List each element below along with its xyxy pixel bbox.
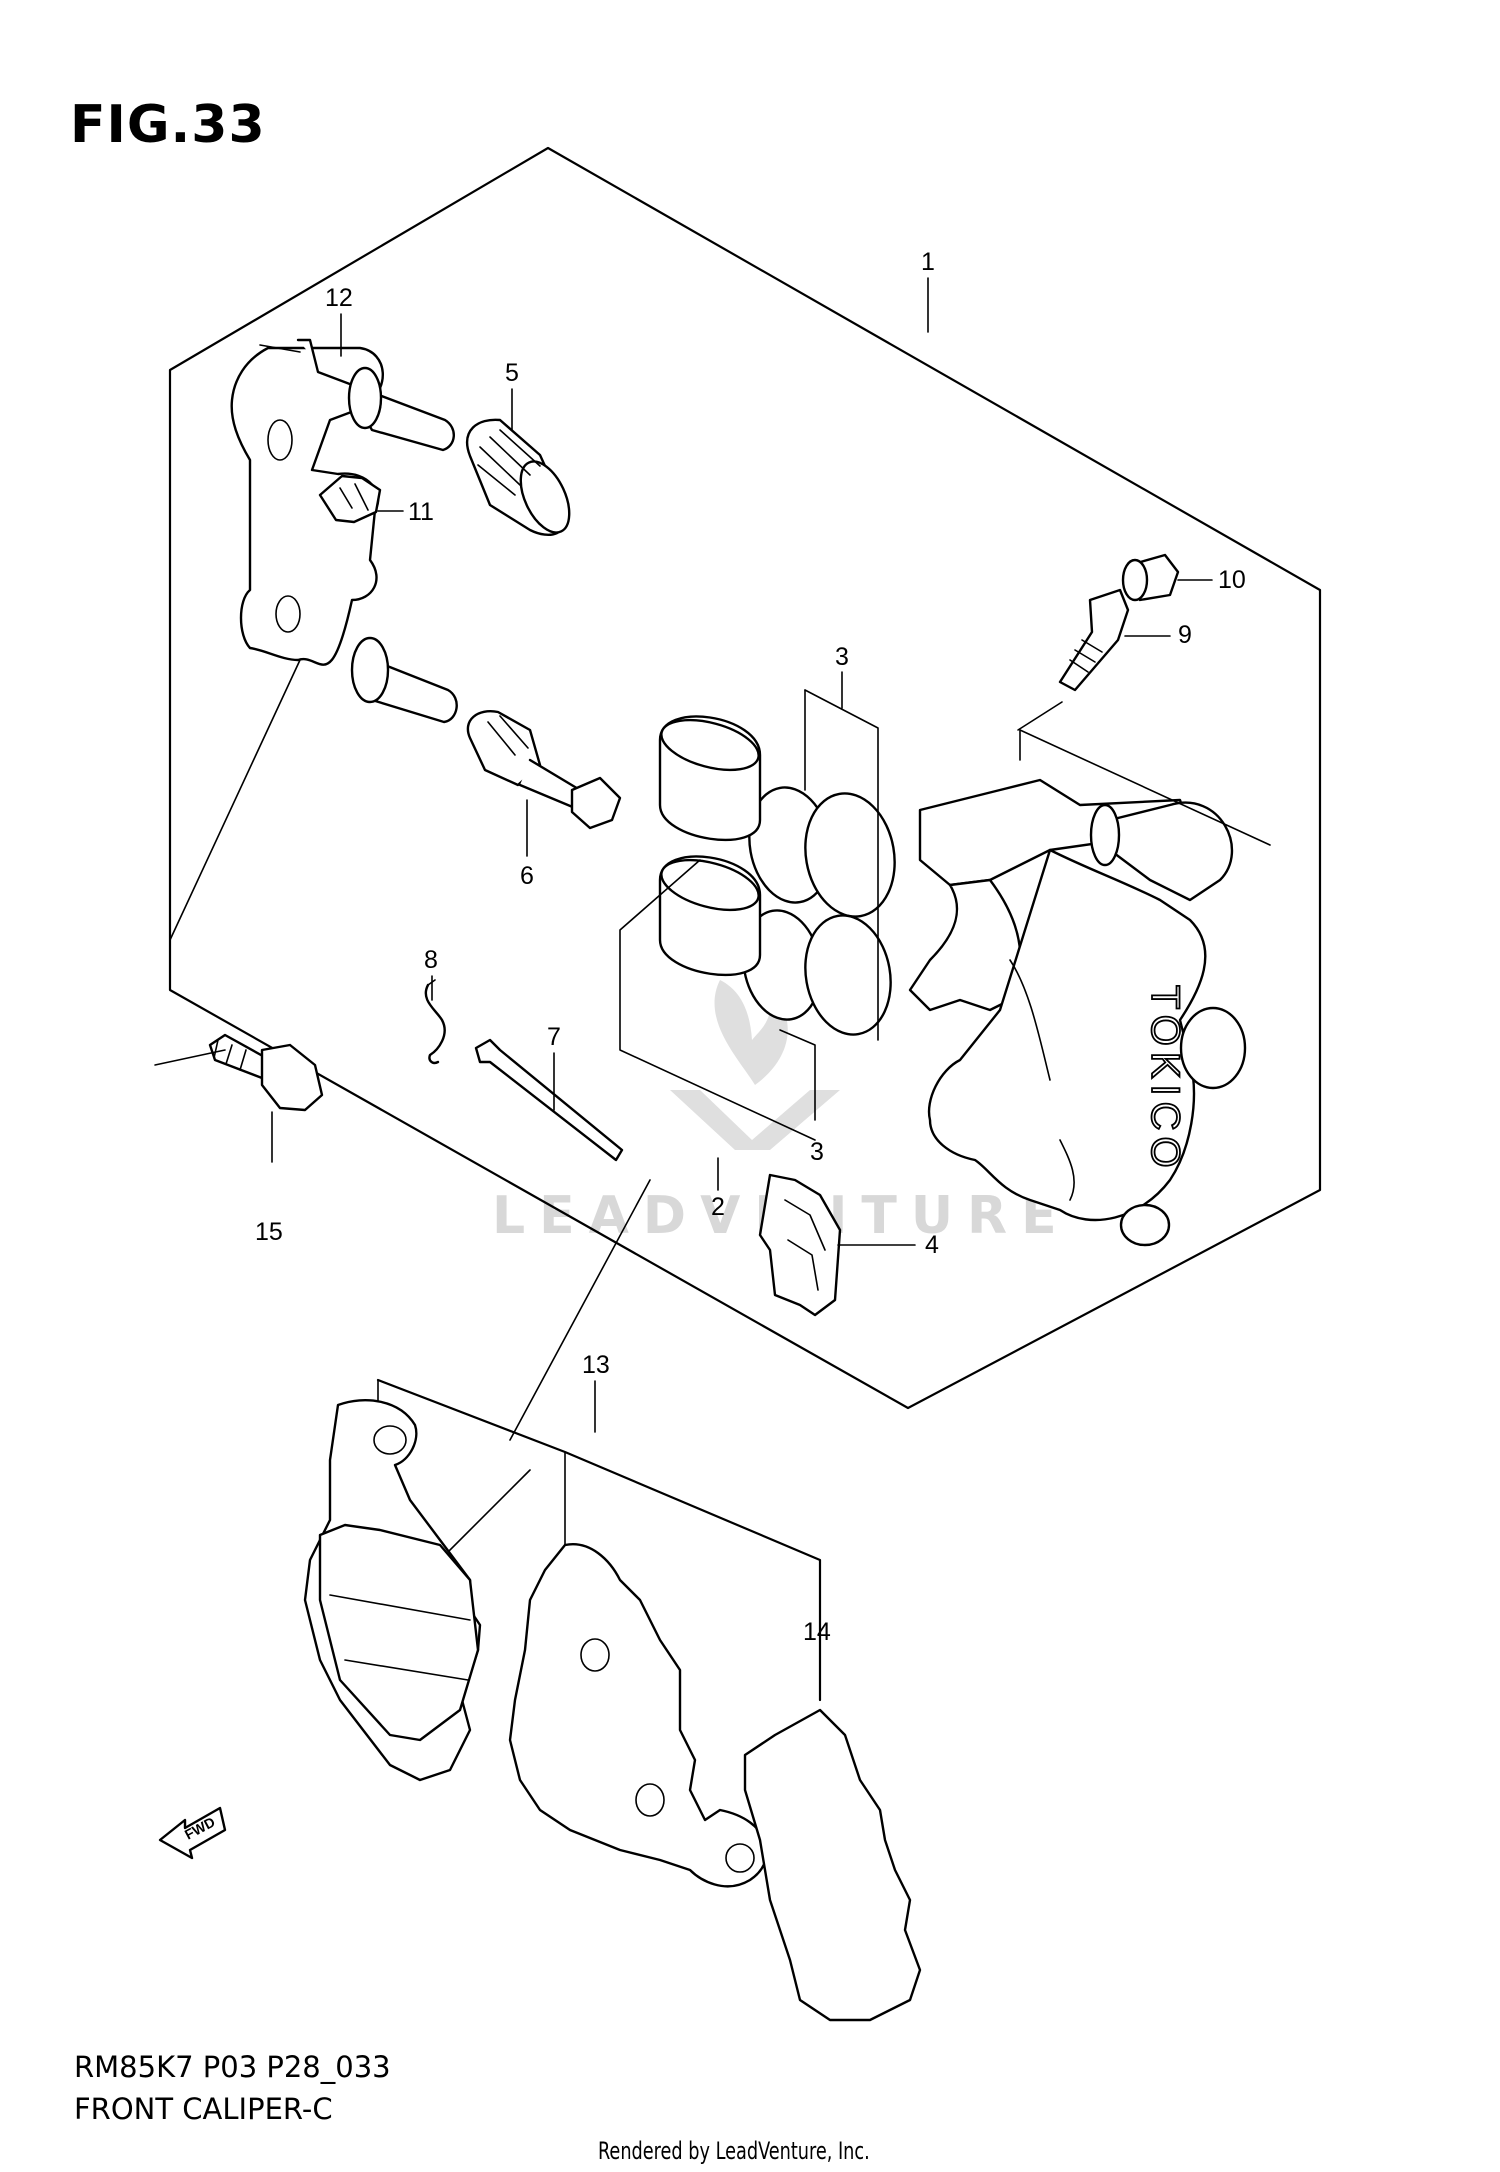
- caliper-body: TOKICO: [908, 729, 1271, 1247]
- fwd-direction-arrow: FWD: [158, 1806, 227, 1860]
- part-10-bleeder-cap: [1121, 553, 1180, 602]
- diagram-code: RM85K7 P03 P28_033: [74, 2050, 391, 2084]
- part-8-pin-clip: [424, 979, 446, 1065]
- figure-title: FIG.33: [70, 95, 266, 155]
- callout-2: 2: [711, 1193, 725, 1221]
- part-3-piston-seals: [742, 786, 896, 1036]
- part-5-boot: [466, 418, 571, 537]
- pad-set-bracket: [376, 1378, 822, 1702]
- callout-3-top: 3: [835, 643, 849, 671]
- part-11-clip: [318, 474, 382, 524]
- caliper-assembly-box: [168, 146, 1322, 1410]
- part-14-pad-shim: [743, 1708, 922, 2022]
- callout-8: 8: [424, 946, 438, 974]
- callout-14: 14: [803, 1618, 831, 1646]
- part-2-pistons: [658, 715, 762, 977]
- part-13-brake-pads: [303, 1398, 768, 1888]
- callout-6: 6: [520, 862, 534, 890]
- part-6-slide-pin: [466, 710, 622, 830]
- part-12-caliper-bracket: [230, 338, 458, 724]
- part-15-bolt: [208, 1033, 324, 1112]
- callout-4: 4: [925, 1231, 939, 1259]
- callout-5: 5: [505, 359, 519, 387]
- diagram-name: FRONT CALIPER-C: [74, 2092, 333, 2126]
- callout-3-bottom: 3: [810, 1138, 824, 1166]
- callout-9: 9: [1178, 621, 1192, 649]
- callout-11: 11: [408, 498, 434, 526]
- part-9-bleeder-screw: [1058, 588, 1130, 692]
- render-credit: Rendered by LeadVenture, Inc.: [598, 2137, 870, 2165]
- callout-1: 1: [921, 248, 935, 276]
- tokico-brand-mark: TOKICO: [1143, 985, 1187, 1174]
- callout-12: 12: [325, 284, 353, 312]
- callout-15: 15: [255, 1218, 283, 1246]
- callout-7: 7: [547, 1023, 561, 1051]
- part-4-pad-spring: [758, 1173, 842, 1317]
- callout-10: 10: [1218, 566, 1246, 594]
- callout-13: 13: [582, 1351, 610, 1379]
- part-7-pad-pin: [474, 1038, 624, 1162]
